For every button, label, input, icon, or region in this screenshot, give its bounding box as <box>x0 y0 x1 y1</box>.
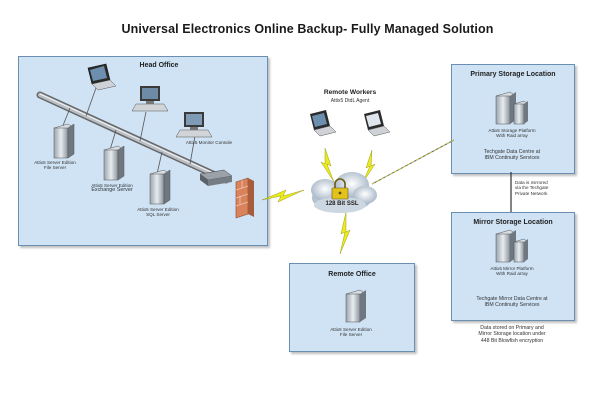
monitor-console-label: Attix5 Monitor Console <box>185 140 233 145</box>
mirror-storage-panel: Mirror Storage Location <box>451 212 575 321</box>
primary-storage-title: Primary Storage Location <box>470 71 556 78</box>
lightning-worker1-icon <box>320 147 335 183</box>
firewall-icon <box>235 177 254 219</box>
laptop-icon <box>87 63 117 91</box>
exchange-server-icon <box>103 145 125 181</box>
mirror-storage-title: Mirror Storage Location <box>473 219 553 226</box>
lan-drop-lines <box>61 87 196 175</box>
head-office-title: Head Office <box>139 62 179 69</box>
file-server-icon <box>53 123 75 159</box>
sql-server-label: Attix5 Server Edition SQL Server <box>137 207 179 218</box>
primary-platform-label: Attix5 Storage Platform With Raid array <box>488 128 536 139</box>
remote-office-server-label: Attix5 Server Edition File Server <box>330 327 372 338</box>
sql-server-icon <box>149 169 171 205</box>
remote-office-title: Remote Office <box>328 271 376 278</box>
encryption-note: Data stored on Primary and Mirror Storag… <box>478 325 546 344</box>
mirror-platform-label: Attix5 Mirror Platform With Raid array <box>490 266 534 277</box>
remote-laptop-1-icon <box>310 110 337 137</box>
router-icon <box>199 169 233 186</box>
remote-office-panel: Remote Office <box>289 263 415 352</box>
primary-storage-server-icon <box>495 91 529 125</box>
padlock-icon <box>331 178 349 200</box>
file-server-label: Attix5 Server Edition File Server <box>34 160 76 171</box>
remote-workers-subtitle: Attix5 DtdL Agent <box>330 98 370 104</box>
mirror-storage-server-icon <box>495 229 529 263</box>
mirror-datacentre-label: Techgate Mirror Data Centre at IBM Conti… <box>476 296 548 309</box>
lightning-remoteoffice-icon <box>339 211 351 255</box>
ssl-label: 128 Bit SSL <box>325 201 359 207</box>
diagram-title: Universal Electronics Online Backup- Ful… <box>121 22 494 36</box>
remote-office-server-icon <box>345 289 367 323</box>
mirror-note: Data is mirrored via the Techgate Privat… <box>515 180 549 196</box>
exchange-server-label: Attix5 Server Edition Exchange Server <box>91 183 133 194</box>
remote-laptop-2-icon <box>364 110 391 137</box>
monitor-console-icon <box>175 112 213 138</box>
lan-backbone <box>36 91 230 184</box>
desktop-computer-icon <box>131 86 169 112</box>
lightning-headoffice-icon <box>261 189 305 203</box>
primary-datacentre-label: Techgate Data Centre at IBM Continuity S… <box>483 149 541 162</box>
remote-workers-title: Remote Workers <box>323 89 377 96</box>
